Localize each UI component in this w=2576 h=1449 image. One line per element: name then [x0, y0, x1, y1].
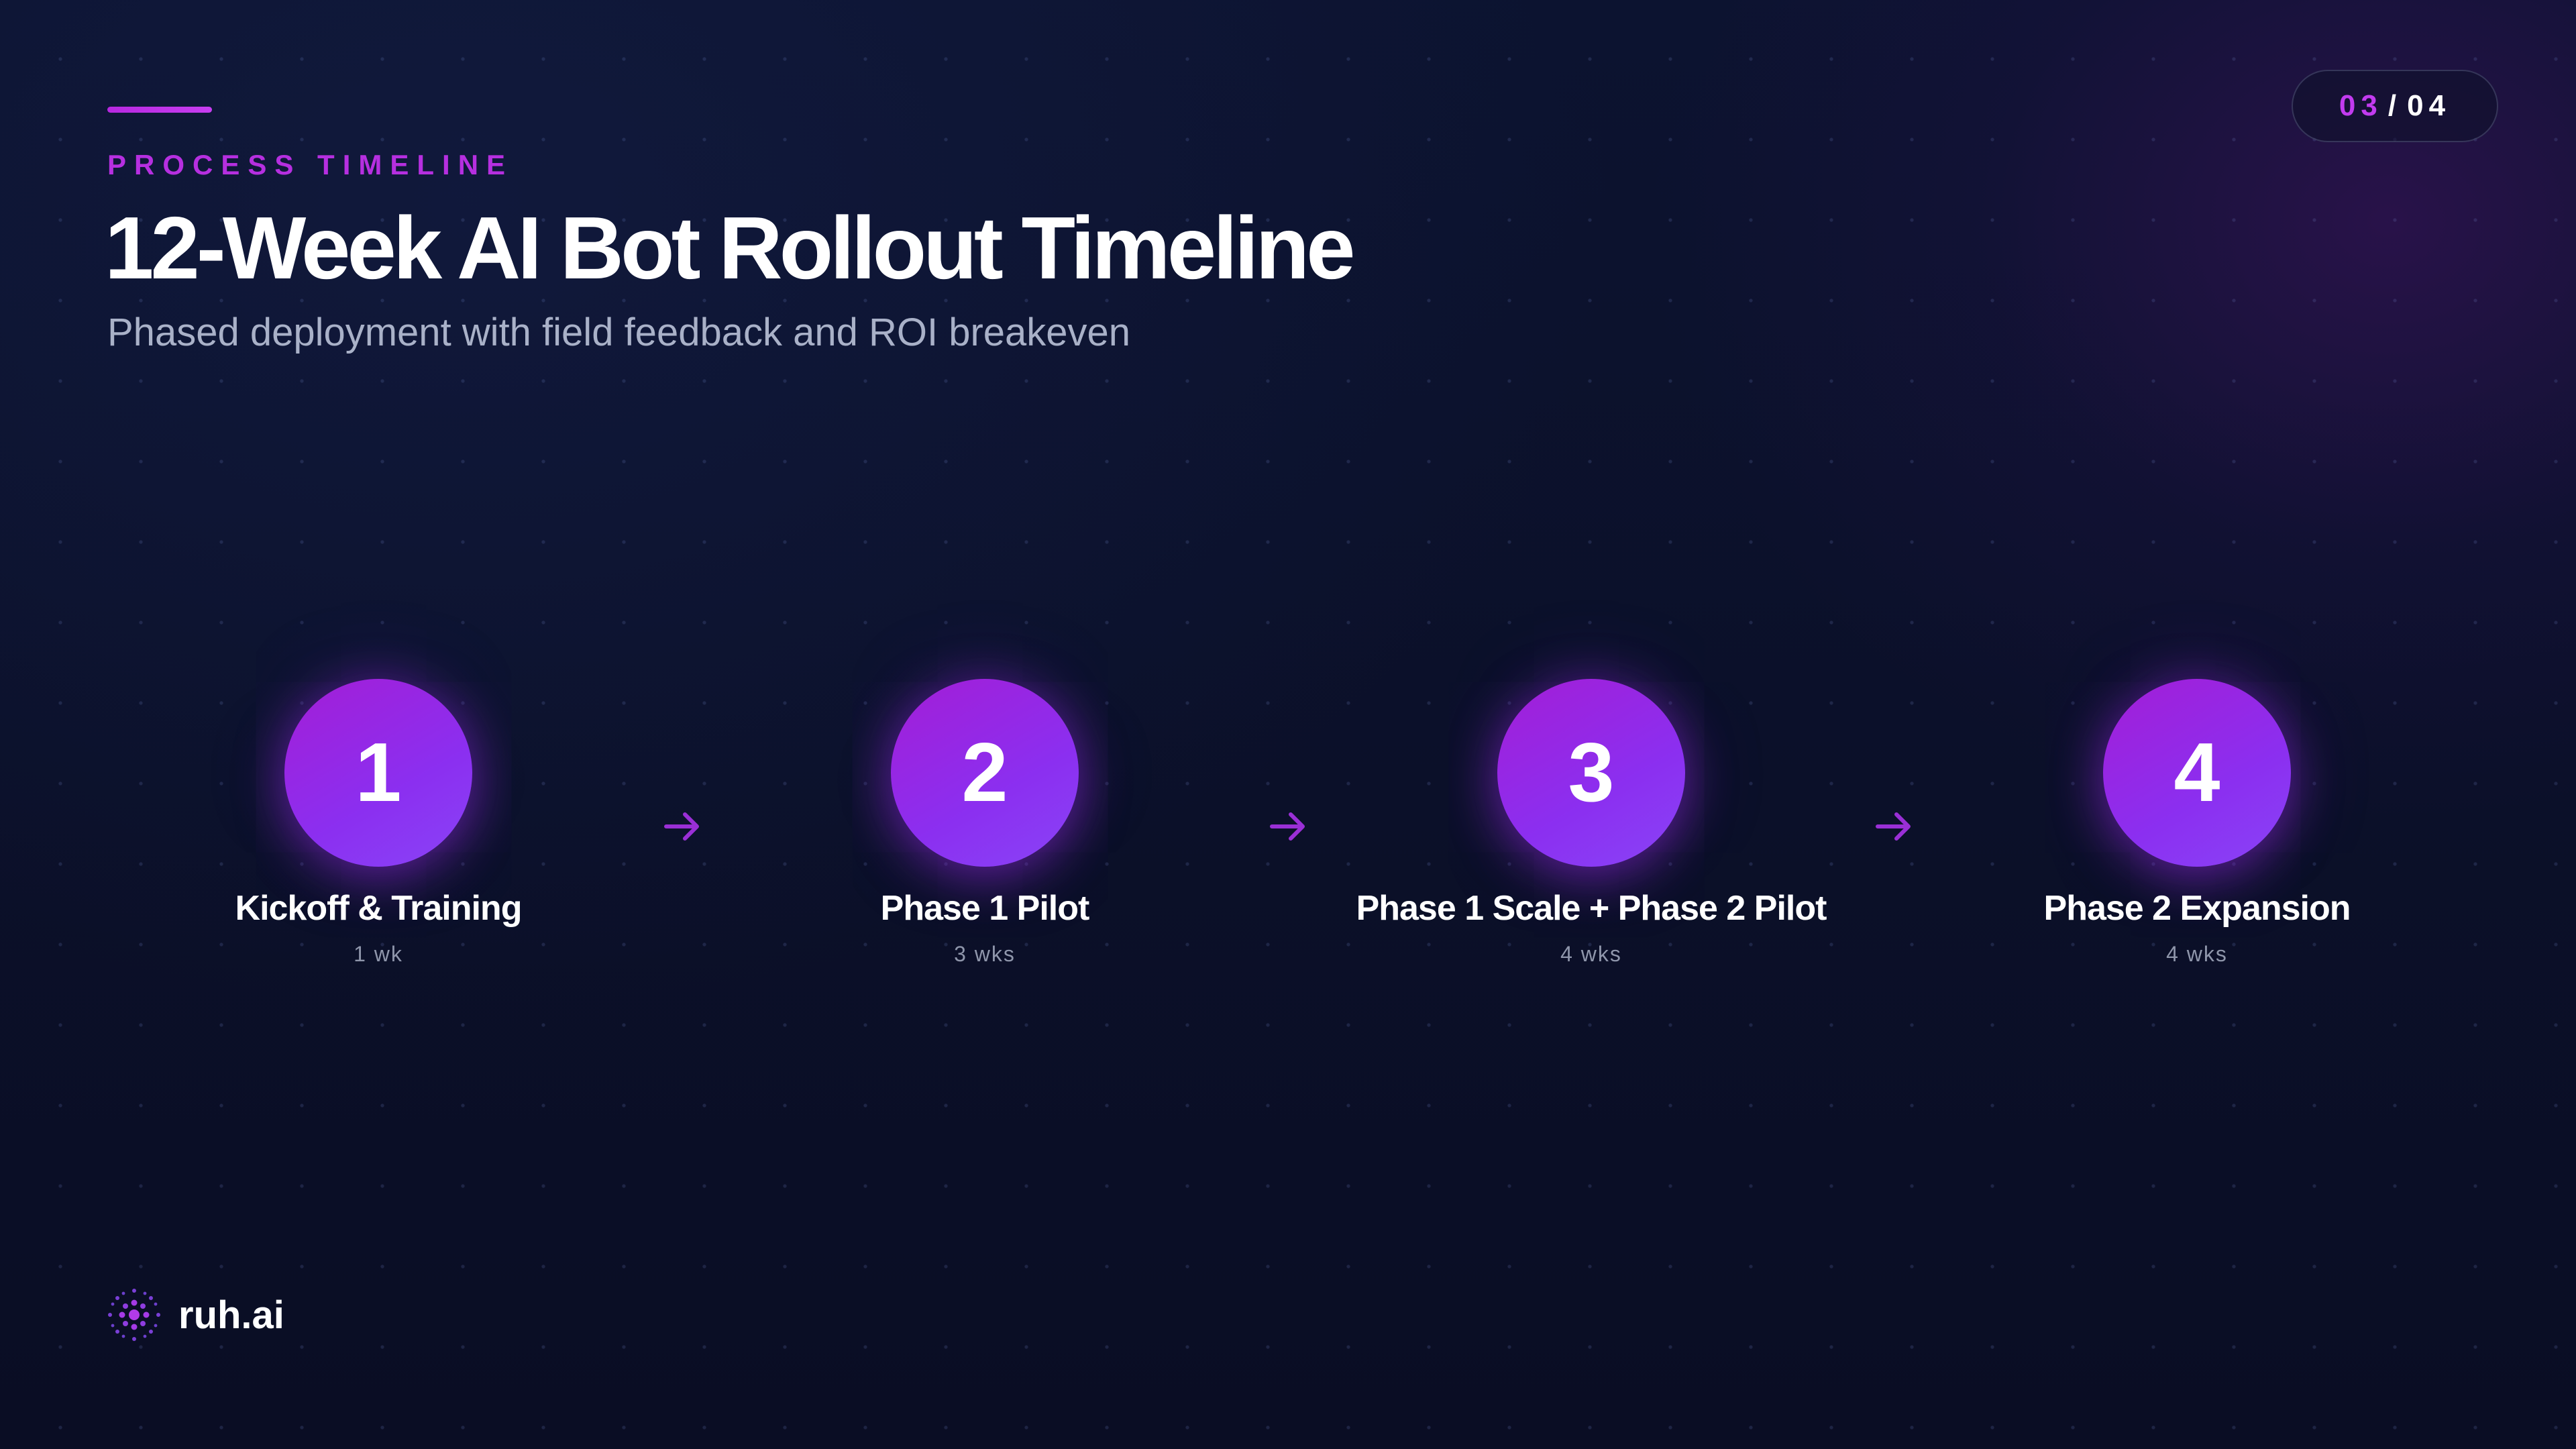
step-label: Phase 1 Pilot: [880, 889, 1090, 928]
total-slide-number: 04: [2407, 89, 2451, 122]
eyebrow-label: PROCESS TIMELINE: [107, 149, 514, 180]
timeline-step: 4 Phase 2 Expansion 4 wks: [1895, 679, 2499, 967]
step-number-circle: 2: [891, 679, 1079, 867]
step-label: Phase 1 Scale + Phase 2 Pilot: [1356, 889, 1827, 928]
step-label: Phase 2 Expansion: [2043, 889, 2351, 928]
step-duration: 1 wk: [354, 942, 403, 966]
step-number-circle: 1: [284, 679, 472, 867]
timeline-step: 3 Phase 1 Scale + Phase 2 Pilot 4 wks: [1289, 679, 1893, 967]
step-number-circle: 3: [1497, 679, 1685, 867]
step-duration: 3 wks: [954, 942, 1016, 966]
arrow-right-icon: [1872, 805, 1915, 848]
accent-bar: [107, 107, 212, 113]
arrow-right-icon: [661, 805, 704, 848]
timeline-step: 2 Phase 1 Pilot 3 wks: [683, 679, 1287, 967]
page-subtitle: Phased deployment with field feedback an…: [107, 311, 1131, 354]
step-duration: 4 wks: [1560, 942, 1622, 966]
brand-name: ruh.ai: [178, 1293, 284, 1337]
step-label: Kickoff & Training: [235, 889, 523, 928]
dot-burst-logo-icon: [108, 1289, 160, 1341]
step-duration: 4 wks: [2166, 942, 2228, 966]
counter-separator: /: [2387, 89, 2402, 122]
current-slide-number: 03: [2339, 89, 2383, 122]
timeline-step: 1 Kickoff & Training 1 wk: [76, 679, 680, 967]
brand-logo: ruh.ai: [105, 1285, 284, 1344]
step-number-circle: 4: [2103, 679, 2291, 867]
arrow-right-icon: [1267, 805, 1309, 848]
slide-counter: 03 / 04: [2292, 70, 2498, 142]
page-title: 12-Week AI Bot Rollout Timeline: [105, 199, 1356, 297]
